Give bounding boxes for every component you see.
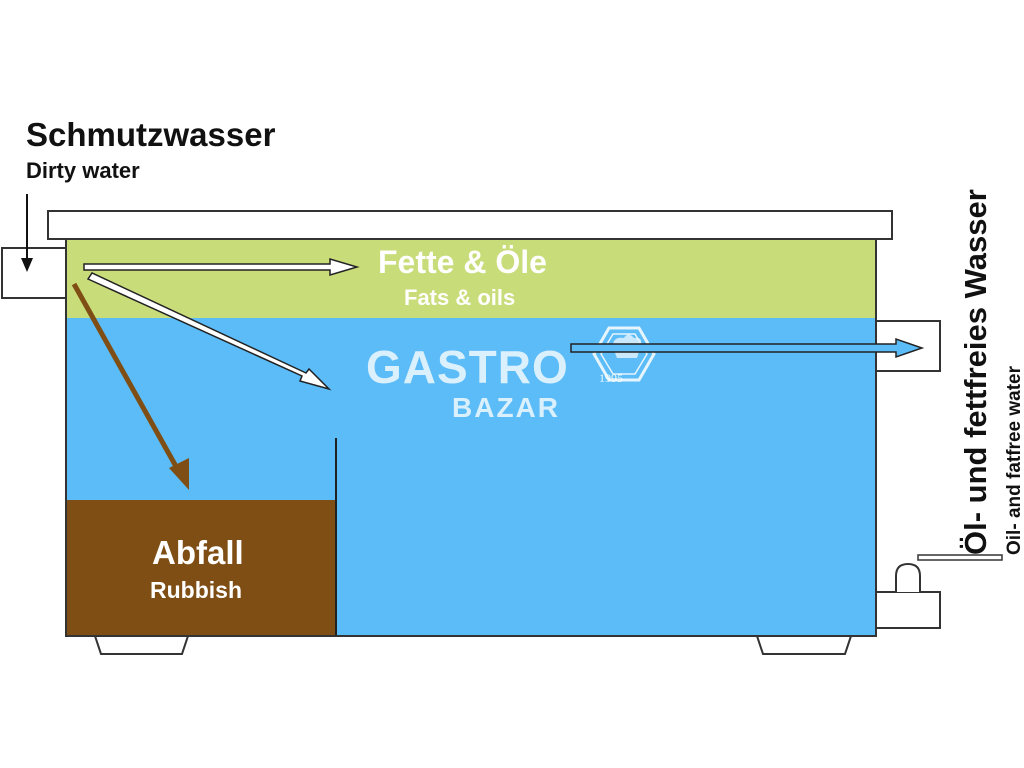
watermark-year: 1995 [599, 371, 623, 385]
inlet-pipe [1, 247, 69, 299]
flow-arrow-to-water [86, 272, 332, 391]
flow-arrow-to-outlet [570, 337, 925, 359]
outlet-label-en: Oil- and fatfree water [1004, 366, 1024, 555]
fat-layer-label-en: Fats & oils [404, 285, 516, 310]
inlet-label-en: Dirty water [26, 158, 140, 183]
rubbish-label-en: Rubbish [150, 577, 242, 603]
drain-tap-handle [917, 554, 1003, 561]
rubbish-settling-arrow [71, 282, 189, 490]
rubbish-label-de: Abfall [152, 534, 244, 571]
drain-tap-valve [895, 562, 921, 592]
fat-oil-layer [66, 238, 876, 318]
drain-tap-body [875, 591, 941, 629]
fat-layer-label-de: Fette & Öle [378, 244, 547, 280]
outlet-label-de: Öl- und fettfreies Wasser [958, 189, 993, 555]
inlet-arrow-head [21, 258, 33, 272]
tank-lid [47, 210, 893, 240]
tank-foot-right [755, 635, 853, 655]
tank-foot-left [93, 635, 190, 655]
watermark-line1: GASTRO [366, 341, 569, 393]
flow-arrow-to-fat [83, 257, 360, 277]
inlet-label-de: Schmutzwasser [26, 116, 276, 153]
watermark-line2: BAZAR [452, 392, 560, 423]
rubbish-layer [66, 500, 336, 636]
